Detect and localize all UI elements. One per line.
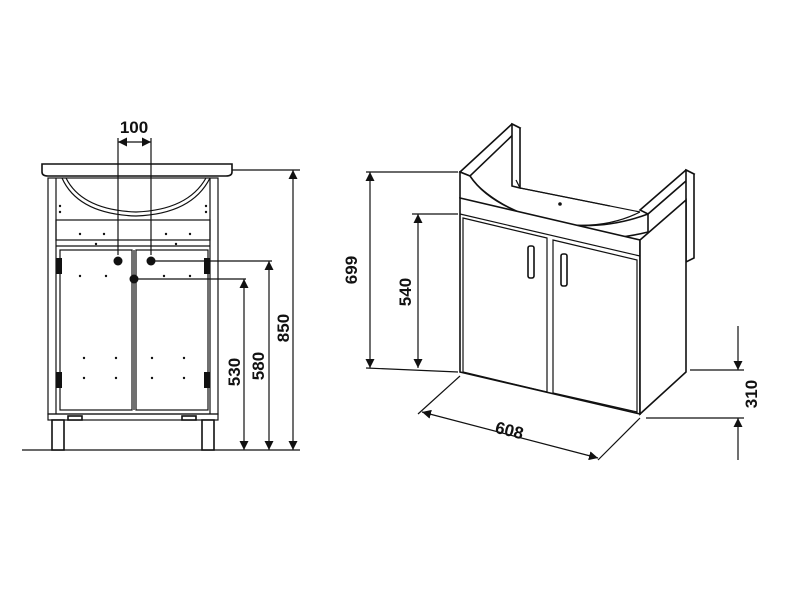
- hinge-bottom-left: [56, 372, 62, 388]
- plinth-block-left: [67, 415, 83, 421]
- dim-label-100: 100: [120, 118, 148, 137]
- leg-left: [51, 419, 65, 451]
- door-handle-left[interactable]: [527, 245, 535, 279]
- dim-label-699: 699: [342, 256, 361, 284]
- hinge-top-left: [56, 258, 62, 274]
- drain-point-left: [113, 256, 123, 266]
- dim-label-580: 580: [249, 352, 268, 380]
- door-panel-right: [135, 249, 209, 411]
- cabinet-side: [639, 198, 687, 416]
- top-rail: [55, 219, 211, 241]
- dim-label-540: 540: [396, 278, 415, 306]
- dimension-line-608: [421, 409, 599, 461]
- basin-right-side: [685, 168, 695, 264]
- extension-line-608-left: [417, 375, 461, 415]
- hinge-top-right: [204, 258, 210, 274]
- dim-label-310: 310: [742, 380, 761, 408]
- basin-drain-hole: [558, 202, 562, 206]
- door-panel-left: [59, 249, 133, 411]
- hinge-bottom-right: [204, 372, 210, 388]
- door-right: [552, 239, 638, 413]
- door-left: [462, 217, 548, 393]
- leg-right: [201, 419, 215, 451]
- basin-back-left-edge: [511, 122, 521, 190]
- dim-label-530: 530: [225, 358, 244, 386]
- door-handle-right[interactable]: [560, 253, 568, 287]
- dim-label-850: 850: [274, 314, 293, 342]
- mounting-holes: [58, 204, 208, 380]
- dim-label-608: 608: [493, 418, 525, 443]
- basin-bowl-inner: [65, 177, 207, 213]
- basin-left-rim: [458, 123, 522, 177]
- cabinet-carcass: [47, 177, 219, 415]
- front-elevation-view: 100 530 580 850: [22, 118, 300, 451]
- plinth-block-right: [181, 415, 197, 421]
- basin-top: [41, 163, 233, 177]
- perspective-view: 699 540 608 310: [342, 122, 761, 461]
- plinth: [47, 413, 219, 421]
- basin-shelf: [515, 179, 611, 207]
- extension-line-699-bottom: [365, 367, 459, 373]
- basin-bowl: [61, 177, 211, 217]
- cabinet-top-rail: [459, 213, 641, 257]
- extension-line-608-right: [597, 417, 641, 461]
